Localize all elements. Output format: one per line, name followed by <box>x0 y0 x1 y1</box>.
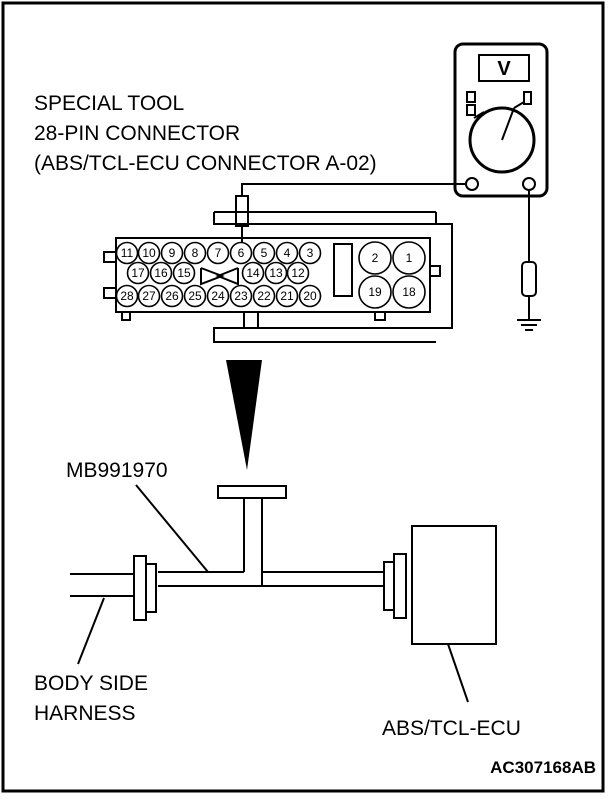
probe-lead-wire <box>241 183 466 196</box>
voltmeter-terminal-positive <box>522 177 536 191</box>
pin-number-label: 4 <box>284 246 291 260</box>
pin-number-label: 23 <box>234 289 248 303</box>
pin-small: 16 <box>149 261 173 285</box>
pin-small: 17 <box>126 261 150 285</box>
pin-small: 25 <box>183 284 207 308</box>
pin-small: 21 <box>275 284 299 308</box>
pin-number-label: 3 <box>307 246 314 260</box>
pin-large: 1 <box>392 241 426 275</box>
pin-small: 5 <box>252 241 276 265</box>
pin-small: 4 <box>275 241 299 265</box>
pin-number-label: 24 <box>211 289 225 303</box>
figure-code: AC307168AB <box>490 758 596 777</box>
adapter-label: MB991970 <box>66 459 168 482</box>
pin-small: 23 <box>229 284 253 308</box>
ecu-leader-line <box>447 643 469 703</box>
ecu-box <box>411 525 497 645</box>
pin-probed: 6 <box>229 241 253 265</box>
pin-number-label: 2 <box>372 251 379 265</box>
adapter-test-cap <box>217 485 287 499</box>
pin-number-label: 14 <box>246 266 260 280</box>
adapter-leader-line <box>135 484 209 573</box>
voltmeter-body <box>453 42 549 198</box>
pin-number-label: 17 <box>131 266 145 280</box>
voltmeter-terminal-negative <box>465 177 479 191</box>
pin-small: 22 <box>252 284 276 308</box>
pin-small: 12 <box>286 261 310 285</box>
adapter-harness <box>133 485 407 621</box>
ground-clip <box>521 261 537 297</box>
pin-large: 19 <box>358 275 392 309</box>
pin-number-label: 28 <box>120 289 134 303</box>
pin-number-label: 21 <box>280 289 294 303</box>
pin-number-label: 7 <box>215 246 222 260</box>
pin-number-label: 19 <box>368 285 382 299</box>
pin-number-label: 26 <box>165 289 179 303</box>
voltmeter: V <box>453 42 549 198</box>
voltmeter-indicator <box>523 91 532 105</box>
special-tool-label: SPECIAL TOOL <box>34 92 184 115</box>
pin-small: 8 <box>183 241 207 265</box>
pin-number-label: 16 <box>154 266 168 280</box>
pin-number-label: 8 <box>192 246 199 260</box>
harness-leader-line <box>77 597 105 665</box>
connector-type-label: 28-PIN CONNECTOR <box>34 122 240 145</box>
voltmeter-needle-icon <box>501 107 515 141</box>
pin-number-label: 13 <box>269 266 283 280</box>
pin-small: 10 <box>137 241 161 265</box>
pin-small: 3 <box>298 241 322 265</box>
pin-number-label: 5 <box>261 246 268 260</box>
pin-small: 14 <box>241 261 265 285</box>
pin-small: 13 <box>264 261 288 285</box>
pin-small: 27 <box>137 284 161 308</box>
pin-small: 11 <box>115 241 139 265</box>
ecu-label: ABS/TCL-ECU <box>382 717 521 740</box>
pin-number-label: 27 <box>142 289 156 303</box>
voltmeter-indicator <box>466 104 476 116</box>
voltmeter-display <box>478 54 530 82</box>
ecu-connector-label: (ABS/TCL-ECU CONNECTOR A-02) <box>34 152 377 175</box>
pin-number-label: 15 <box>177 266 191 280</box>
pin-small: 7 <box>206 241 230 265</box>
pin-number-label: 12 <box>291 266 305 280</box>
pin-small: 15 <box>172 261 196 285</box>
pin-large: 2 <box>358 241 392 275</box>
harness-label: HARNESS <box>34 702 136 725</box>
pin-number-label: 1 <box>406 251 413 265</box>
voltmeter-unit-symbol: V <box>497 58 511 80</box>
pin-small: 24 <box>206 284 230 308</box>
adapter-flange-left <box>133 555 147 621</box>
arrow-pointer-icon <box>226 360 262 470</box>
pin-number-label: 11 <box>121 246 134 260</box>
body-side-label: BODY SIDE <box>34 672 148 695</box>
pin-small: 26 <box>160 284 184 308</box>
voltmeter-indicator <box>466 91 476 103</box>
adapter-flange-right <box>383 561 395 611</box>
pin-number-label: 22 <box>257 289 271 303</box>
pin-number-label: 9 <box>169 246 176 260</box>
connector-key <box>333 243 353 297</box>
pin-large: 18 <box>392 275 426 309</box>
pin-small: 28 <box>115 284 139 308</box>
pin-number-label: 25 <box>188 289 202 303</box>
pin-small: 20 <box>298 284 322 308</box>
voltmeter-dial-icon <box>468 106 536 174</box>
pin-number-label: 20 <box>303 289 317 303</box>
pin-number-label: 10 <box>142 246 156 260</box>
pin-number-label: 6 <box>238 246 245 260</box>
pin-number-label: 18 <box>402 285 416 299</box>
pin-small: 9 <box>160 241 184 265</box>
